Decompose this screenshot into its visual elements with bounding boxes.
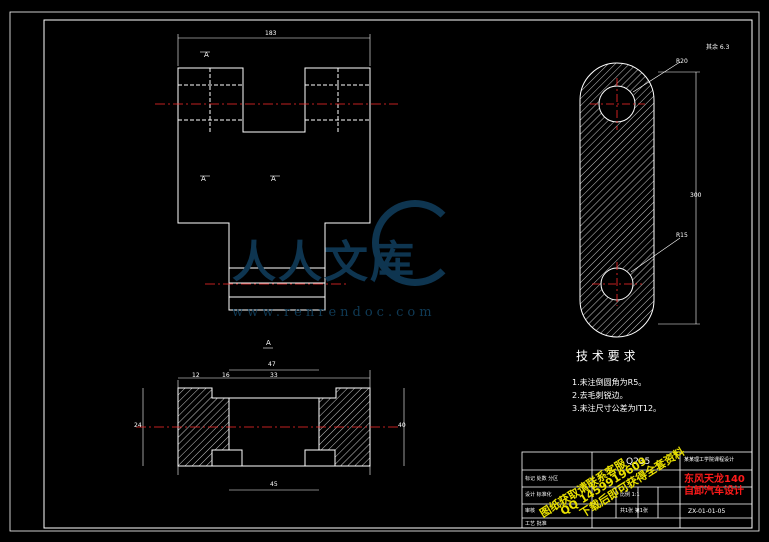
title-block-scale: 比例 1:1 <box>620 492 640 498</box>
dim-inner-3: 33 <box>270 372 278 379</box>
dim-height-right: 300 <box>690 192 702 199</box>
section-label-bottom: A <box>266 339 271 347</box>
roughness-note: 其余 6.3 <box>706 44 730 51</box>
watermark-ring-icon <box>372 200 458 286</box>
title-block-row-1: 设计 标准化 <box>525 492 552 498</box>
title-block-drawing-number: ZX-01-01-05 <box>688 508 726 515</box>
side-view-centerlines <box>590 78 645 306</box>
dim-inner-1: 12 <box>192 372 200 379</box>
tech-requirements-title: 技 术 要 求 <box>576 349 636 363</box>
dim-bottom-width: 45 <box>270 481 278 488</box>
dim-left-height: 24 <box>134 422 142 429</box>
dim-radius-top: R20 <box>676 58 688 65</box>
outer-frame <box>9 11 760 532</box>
tech-note-3: 3.未注尺寸公差为IT12。 <box>572 404 662 413</box>
inner-frame <box>43 19 753 529</box>
title-block-row-0: 标记 处数 分区 <box>525 476 559 482</box>
title-block-row-2: 审核 <box>525 508 536 514</box>
section-label-top: A <box>204 51 209 59</box>
title-block-row-3: 工艺 批准 <box>525 521 547 527</box>
title-block <box>521 451 753 529</box>
watermark-url: www.renrendoc.com <box>232 305 436 320</box>
section-view <box>142 369 405 491</box>
title-block-school: 某某理工学院课程设计 <box>684 457 735 463</box>
dim-radius-bottom: R15 <box>676 232 688 239</box>
section-label-left: A <box>201 175 206 183</box>
section-label-right: A <box>271 175 276 183</box>
title-block-sheet: 共1张 第1张 <box>620 508 648 514</box>
dim-width-top: 183 <box>265 30 277 37</box>
dim-inner-2: 16 <box>222 372 230 379</box>
title-block-design-name: 东风天龙140自卸汽车设计 <box>684 474 745 497</box>
title-block-material: Q235 <box>626 457 651 467</box>
dim-right-height: 40 <box>398 422 406 429</box>
front-view <box>177 34 371 349</box>
tech-note-2: 2.去毛刺锐边。 <box>572 391 628 400</box>
side-view <box>579 61 700 338</box>
front-view-centerlines <box>155 103 398 285</box>
tech-note-1: 1.未注倒圆角为R5。 <box>572 378 647 387</box>
dim-small-width: 47 <box>268 361 276 368</box>
